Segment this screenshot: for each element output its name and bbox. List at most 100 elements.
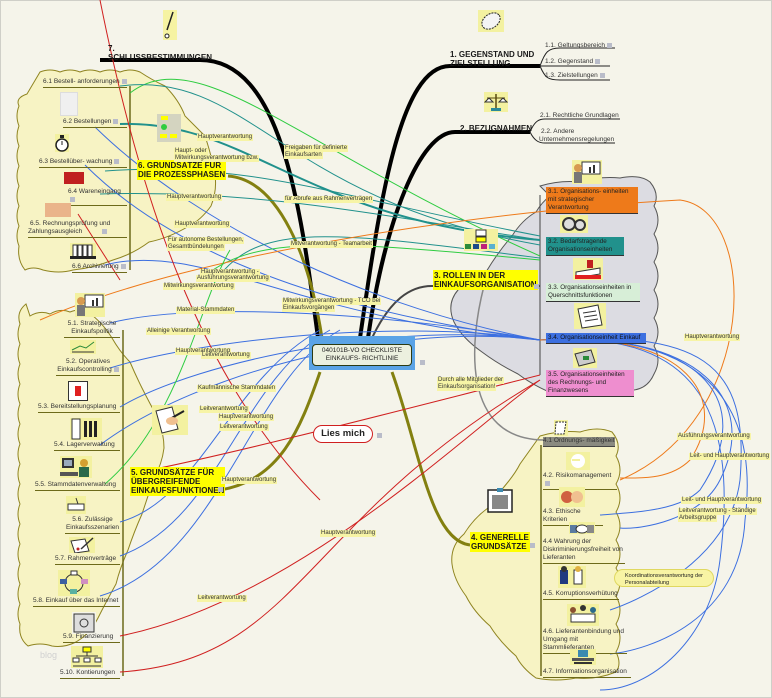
subtopic-6-4[interactable]: 6.4 Wareneingang — [68, 188, 127, 206]
text-label: Einkaufsszenarien — [65, 524, 120, 531]
text-label: 3.5. Organisationseinheiten — [548, 371, 625, 378]
text-label: 4.2. Risikomanagement — [543, 472, 612, 479]
relation-label: Hauptverantwortung — [221, 477, 278, 484]
note-icon[interactable] — [606, 42, 612, 48]
subtopic-4-5[interactable]: 4.5. Korruptionsverhütung — [543, 590, 619, 600]
note-icon[interactable] — [595, 58, 601, 64]
relation-label: Material-Stammdaten — [176, 307, 236, 314]
topic-2-title[interactable]: 2. BEZUGNAHMEN — [460, 124, 533, 133]
topic-5-line2: ÜBERGREIFENDE — [131, 477, 201, 486]
subtopic-6-3[interactable]: 6.3 Bestellüber- wachung — [39, 158, 127, 168]
topic-4-line1: 4. GENERELLE — [471, 533, 529, 542]
safe-icon — [72, 612, 96, 634]
subtopic-1-3[interactable]: 1.3. Zielstellungen — [545, 72, 605, 81]
relationship-line — [104, 259, 541, 341]
subtopic-1-2[interactable]: 1.2. Gegenstand — [545, 58, 601, 67]
branch-topic3 — [371, 285, 540, 339]
subtopic-4-1[interactable]: 4.1 Ordnungs- mäßigkeit — [543, 437, 615, 447]
subtopic-5-8[interactable]: 5.8. Einkauf über das Internet — [33, 597, 120, 607]
text-label: Zahlungsausgleich — [28, 228, 83, 235]
relation-label: Freigaben für definierte — [284, 145, 349, 152]
topic-5-title[interactable]: 5. GRUNDSÄTZE FÜR ÜBERGREIFENDE EINKAUFS… — [130, 467, 226, 496]
subtopic-6-1[interactable]: 6.1 Bestell- anforderungen — [43, 78, 127, 88]
relation-label: für Abrufe aus Rahmenverträgen — [284, 196, 374, 203]
relation-label: Hauptverantwortung — [684, 334, 741, 341]
central-topic[interactable]: 040101B-VO CHECKLISTE EINKAUFS- RICHTLIN… — [309, 336, 415, 370]
relation-label: Einkaufsvorgängen — [282, 305, 336, 312]
note-icon[interactable] — [218, 487, 223, 492]
note-icon[interactable] — [70, 196, 75, 202]
topic-4-line2: GRUNDSÄTZE — [471, 542, 527, 551]
text-label: 6.1 Bestell- anforderungen — [43, 78, 120, 85]
relationship-line — [539, 337, 742, 611]
subtopic-2-2[interactable]: 2.2. Andere Unternehmensregelungen — [539, 128, 614, 145]
note-icon[interactable] — [113, 366, 119, 372]
note-icon[interactable] — [420, 360, 425, 365]
relation-label: Haupt- oder — [174, 148, 208, 155]
subtopic-5-4[interactable]: 5.4. Lagerverwaltung — [54, 441, 120, 451]
note-icon[interactable] — [599, 72, 605, 78]
note-icon[interactable] — [545, 480, 550, 486]
subtopic-5-5[interactable]: 5.5. Stammdatenverwaltung — [35, 481, 120, 491]
note-icon[interactable] — [120, 263, 126, 269]
subtopic-1-1[interactable]: 1.1. Geltungsbereich — [545, 42, 612, 51]
relation-label: Durch alle Mitglieder der — [437, 377, 505, 384]
negotiation-table-icon — [567, 604, 599, 626]
relation-label: Mitwirkungsverantwortung - TCO bei — [282, 298, 382, 305]
note-icon[interactable] — [534, 284, 539, 289]
topic-1-title[interactable]: 1. GEGENSTAND UND ZIELSTELLUNG — [450, 50, 534, 68]
subtopic-5-7[interactable]: 5.7. Rahmenverträge — [55, 555, 120, 565]
flow-diagram-icon — [157, 114, 181, 142]
role-3-4[interactable]: 3.4. Organisationseinheit Einkauf — [546, 333, 646, 344]
relationship-line — [99, 0, 321, 501]
subtopic-5-9[interactable]: 5.9. Finanzierung — [63, 633, 120, 643]
text-label: 6.4 Wareneingang — [68, 188, 121, 195]
note-icon[interactable] — [377, 433, 382, 438]
relation-label: Hauptverantwortung - — [200, 269, 260, 276]
note-icon[interactable] — [102, 228, 108, 234]
text-label: 5.6. Zulässige — [72, 516, 113, 523]
subtopic-5-10[interactable]: 5.10. Kontierungen — [60, 669, 120, 679]
text-label: Verantwortung — [548, 204, 589, 211]
subtopic-6-2[interactable]: 6.2 Bestellungen — [63, 118, 127, 128]
topic-6-title[interactable]: 6. GRUNDSÄTZE FÜR DIE PROZESSPHASEN — [137, 160, 227, 180]
shelves-icon — [70, 418, 102, 440]
subtopic-2-2-line2: Unternehmensregelungen — [539, 136, 615, 143]
text-label: 5.2. Operatives — [65, 358, 111, 365]
text-label: Organisationseinheiten — [548, 246, 613, 253]
text-label: 3.2. Bedarfstragende — [548, 238, 607, 245]
topic-6-line1: 6. GRUNDSÄTZE FÜR — [138, 161, 222, 170]
relation-label: Leit- und Hauptverantwortung — [689, 453, 771, 460]
topic-4-title[interactable]: 4. GENERELLE GRUNDSÄTZE — [470, 532, 530, 552]
text-label: Lieferanten — [543, 554, 576, 561]
relation-label: Mitwirkungsverantwortung bzw. — [174, 155, 260, 162]
text-label: 6.5. Rechnungsprüfung und — [30, 220, 111, 227]
exclamation-icon — [163, 10, 177, 40]
text-label: Querschnittsfunktionen — [548, 292, 613, 299]
relation-label: Leit- und Hauptverantwortung — [681, 497, 763, 504]
subtopic-2-1[interactable]: 2.1. Rechtliche Grundlagen — [540, 112, 619, 119]
text-label: 4.4 Wahrung der — [543, 538, 592, 545]
readme-button[interactable]: Lies mich — [313, 425, 373, 443]
topic-7-title[interactable]: 7. SCHLUSSBESTIMMUNGEN — [108, 44, 212, 62]
subtopic-4-7[interactable]: 4.7. Informationsorganisation — [543, 668, 631, 678]
note-icon[interactable] — [530, 543, 535, 548]
subtopic-6-5[interactable]: 6.5. Rechnungsprüfung und Zahlungsausgle… — [28, 220, 127, 238]
subtopic-6-6[interactable]: 6.6 Archivierung — [72, 263, 127, 273]
note-icon[interactable] — [114, 158, 120, 164]
topic-3-title[interactable]: 3. ROLLEN IN DER EINKAUFSORGANISATION — [433, 270, 538, 290]
relation-label: Hauptverantwortung — [166, 194, 223, 201]
topic-3-line1: 3. ROLLEN IN DER — [434, 271, 506, 280]
note-icon[interactable] — [121, 78, 127, 84]
subtopic-5-3[interactable]: 5.3. Bereitstellungsplanung — [38, 403, 120, 413]
relationship-line — [77, 213, 121, 281]
note-icon[interactable] — [113, 118, 119, 124]
